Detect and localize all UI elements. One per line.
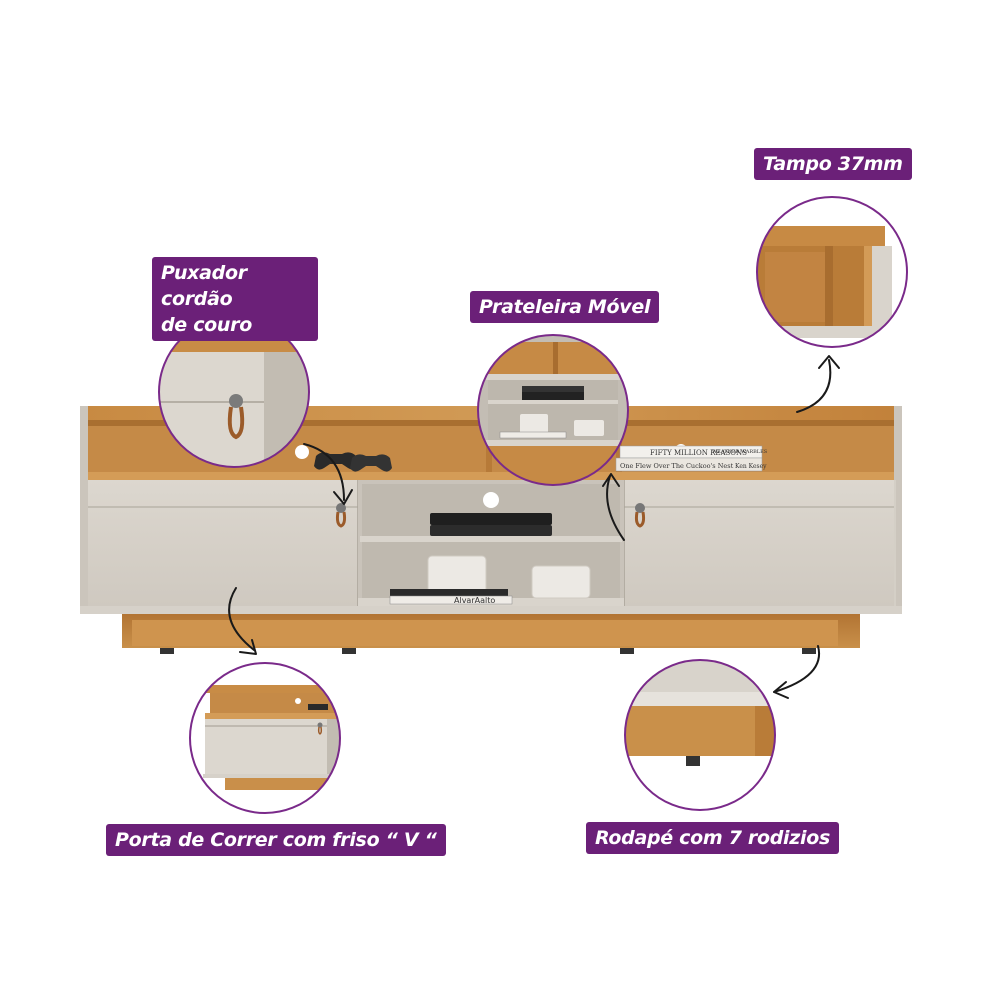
- detail-circle-puxador: [158, 316, 310, 468]
- book-title-3: AlvarAalto: [454, 596, 495, 605]
- arrow-prateleira: [606, 475, 625, 541]
- right-sliding-door: [624, 480, 894, 606]
- console-icon: [430, 513, 552, 525]
- detail-circle-porta: [189, 662, 341, 814]
- detail-circle-rodape: [624, 659, 776, 811]
- book-title-1-side: WEATHER WARBLES: [712, 449, 768, 455]
- tv-cabinet: FIFTY MILLION REASONS WEATHER WARBLES On…: [80, 406, 902, 654]
- label-puxador: Puxador cordão de couro: [152, 257, 318, 341]
- label-puxador-line2: de couro: [161, 314, 252, 336]
- arrow-tampo: [796, 359, 832, 413]
- books-upper: FIFTY MILLION REASONS WEATHER WARBLES On…: [615, 445, 768, 472]
- book-title-1: FIFTY MILLION REASONS: [650, 449, 747, 457]
- caster-icon: [802, 648, 816, 654]
- movable-shelf: [360, 536, 622, 542]
- caster-icon: [342, 648, 356, 654]
- arrow-porta: [228, 587, 255, 651]
- caster-icon: [160, 648, 174, 654]
- arrow-rodape: [773, 645, 821, 693]
- caster-icon: [620, 648, 634, 654]
- detail-circle-prateleira: [477, 334, 629, 486]
- left-sliding-door: [88, 480, 358, 606]
- callout-arrows: [228, 355, 840, 699]
- label-porta: Porta de Correr com friso “ V “: [106, 824, 446, 856]
- label-puxador-line1: Puxador cordão: [161, 262, 247, 310]
- book-title-2: One Flew Over The Cuckoo's Nest: [620, 462, 734, 470]
- arrow-puxador: [303, 443, 345, 501]
- label-tampo: Tampo 37mm: [754, 148, 912, 180]
- label-rodape: Rodapé com 7 rodizios: [586, 822, 839, 854]
- detail-circle-tampo: [756, 196, 908, 348]
- controller-icon: [314, 452, 358, 470]
- leather-handle-icon: [335, 503, 347, 528]
- book-title-2-author: Ken Kesey: [735, 463, 767, 470]
- leather-handle-icon: [634, 503, 646, 528]
- label-prateleira: Prateleira Móvel: [470, 291, 660, 323]
